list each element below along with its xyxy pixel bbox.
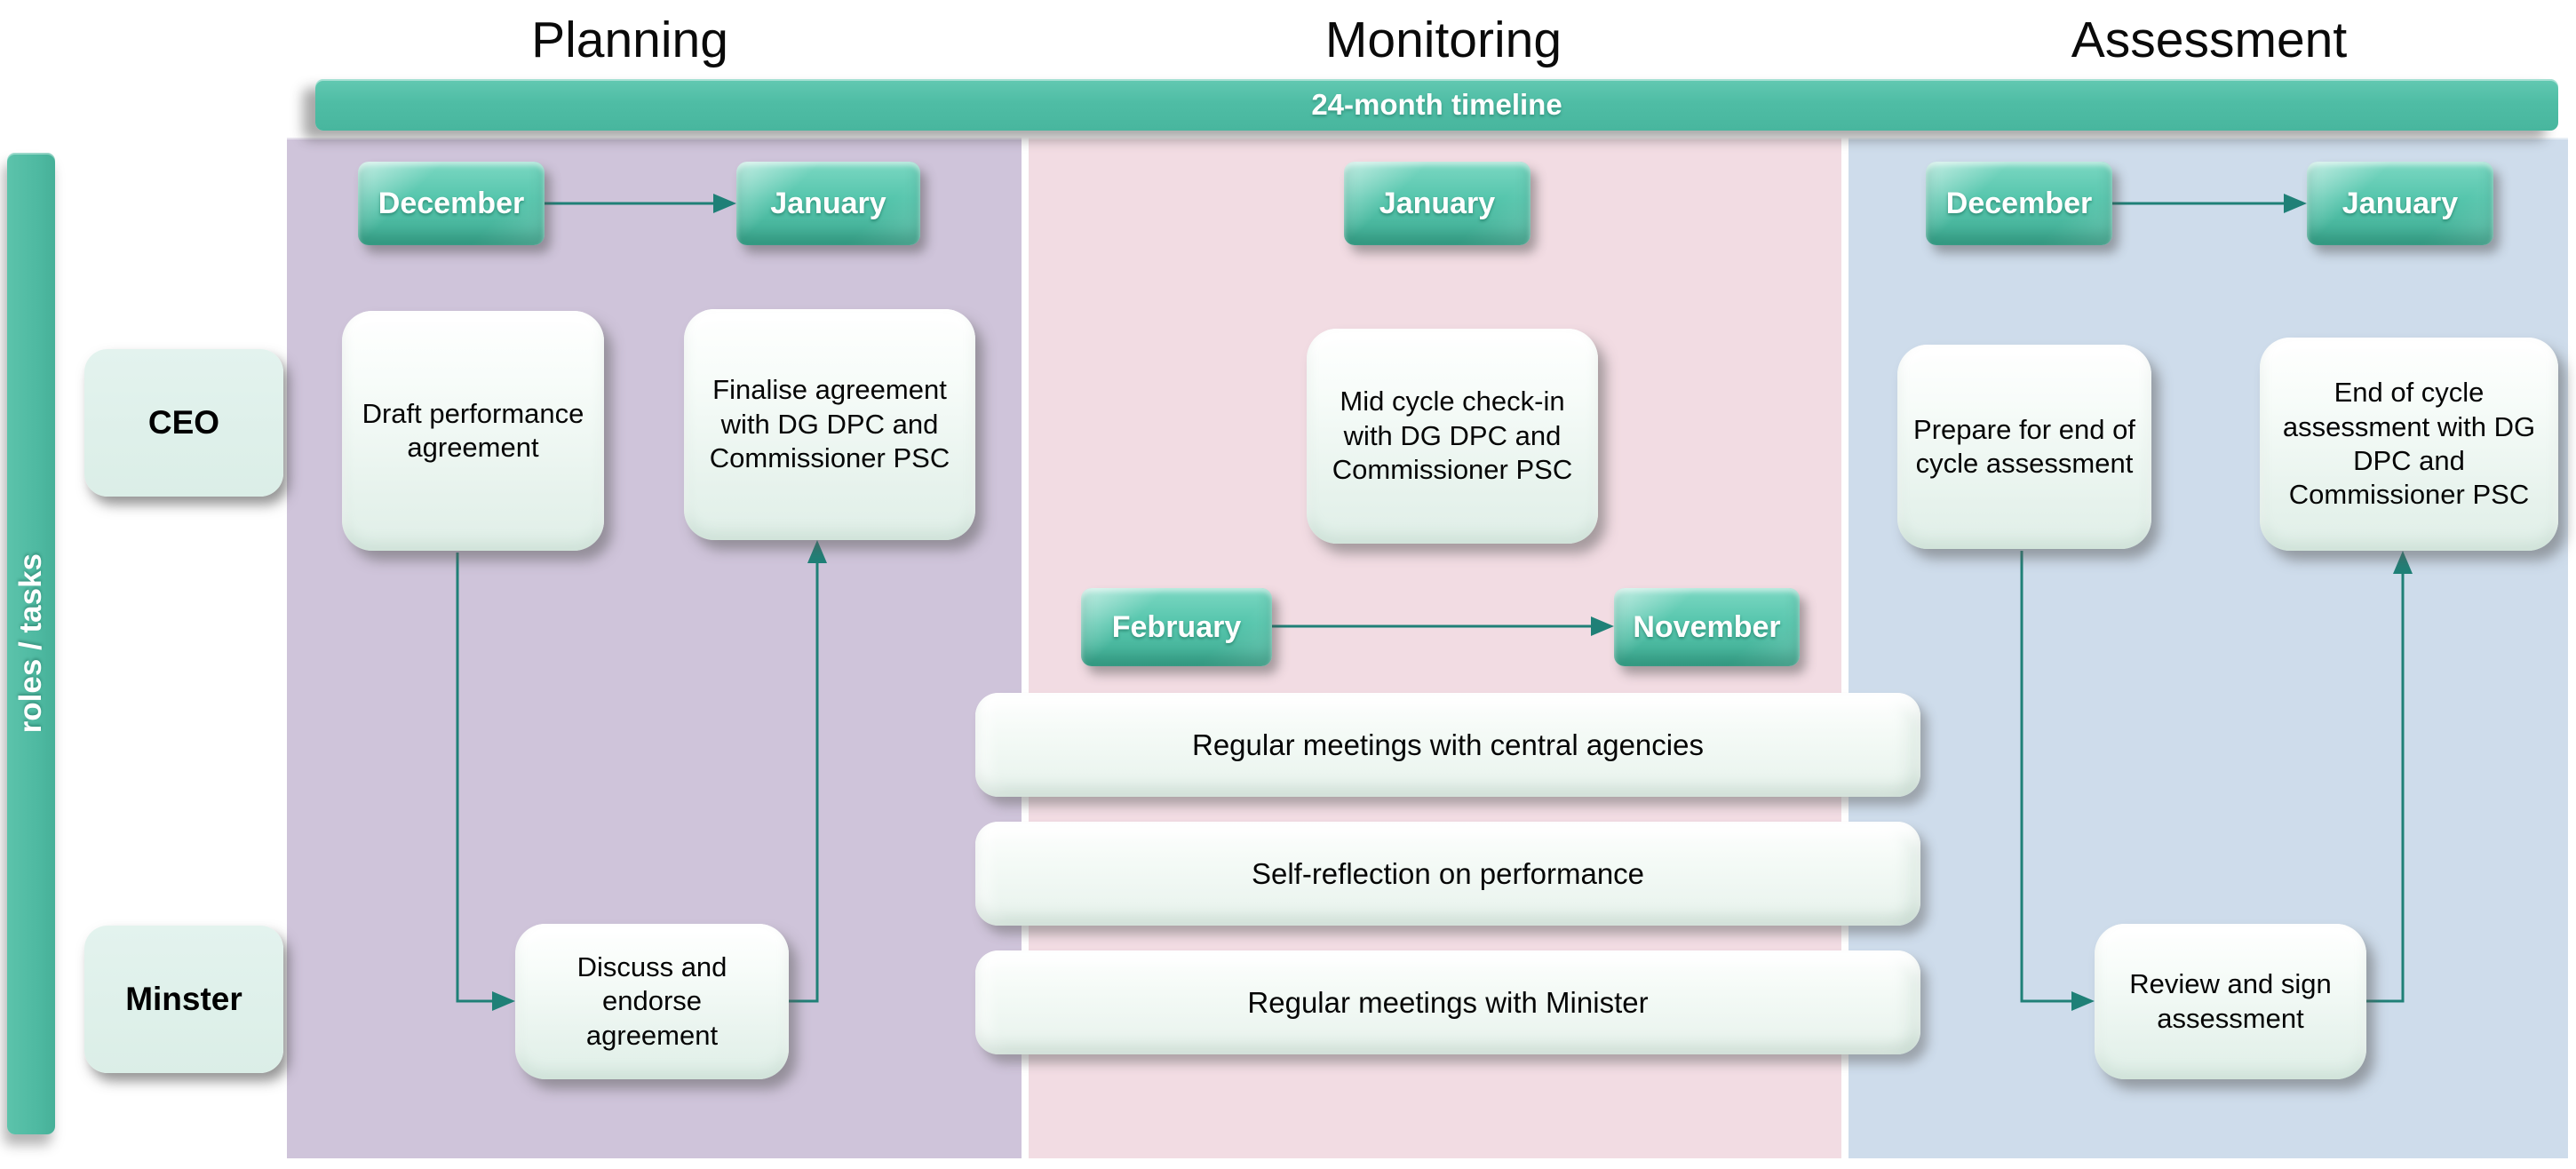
task-box-discuss-endorse: Discuss and endorse agreement	[515, 924, 789, 1079]
timeline-bar: 24-month timeline	[315, 79, 2558, 131]
task-box-finalise-agreement: Finalise agreement with DG DPC and Commi…	[684, 309, 975, 540]
task-box-draft-agreement: Draft performance agreement	[342, 311, 604, 551]
role-box-minister: Minster	[84, 926, 283, 1073]
task-box-prepare-assessment: Prepare for end of cycle assessment	[1897, 345, 2151, 549]
roles-tasks-bar: roles / tasks	[7, 153, 55, 1134]
month-badge-monitoring-january: January	[1344, 162, 1530, 245]
task-box-review-sign: Review and sign assessment	[2095, 924, 2366, 1079]
role-box-ceo: CEO	[84, 349, 283, 497]
month-badge-label: January	[1379, 186, 1496, 220]
month-badge-planning-december: December	[358, 162, 545, 245]
activity-bar-minister-meetings: Regular meetings with Minister	[975, 950, 1920, 1054]
arrow-prepare-to-review	[2020, 551, 2095, 1011]
activity-bar-central-agencies: Regular meetings with central agencies	[975, 693, 1920, 797]
month-badge-label: December	[378, 186, 525, 220]
month-badge-label: February	[1111, 609, 1242, 644]
task-box-mid-cycle-checkin: Mid cycle check-in with DG DPC and Commi…	[1307, 329, 1598, 544]
month-badge-label: January	[2341, 186, 2459, 220]
phase-header-planning: Planning	[531, 12, 728, 68]
month-badge-february: February	[1081, 588, 1272, 666]
arrow-draft-to-discuss	[456, 553, 515, 1011]
month-badge-planning-january: January	[736, 162, 920, 245]
month-badge-assessment-january: January	[2307, 162, 2493, 245]
month-badge-assessment-december: December	[1926, 162, 2112, 245]
activity-bar-self-reflection: Self-reflection on performance	[975, 822, 1920, 926]
timeline-label: 24-month timeline	[1311, 88, 1562, 121]
phase-header-assessment: Assessment	[2071, 12, 2348, 68]
task-box-end-cycle-assessment: End of cycle assessment with DG DPC and …	[2260, 338, 2558, 551]
phase-header-monitoring: Monitoring	[1324, 12, 1562, 68]
month-badge-label: January	[770, 186, 886, 220]
month-badge-november: November	[1614, 588, 1800, 666]
month-badge-label: November	[1633, 609, 1781, 644]
month-badge-label: December	[1945, 186, 2093, 220]
